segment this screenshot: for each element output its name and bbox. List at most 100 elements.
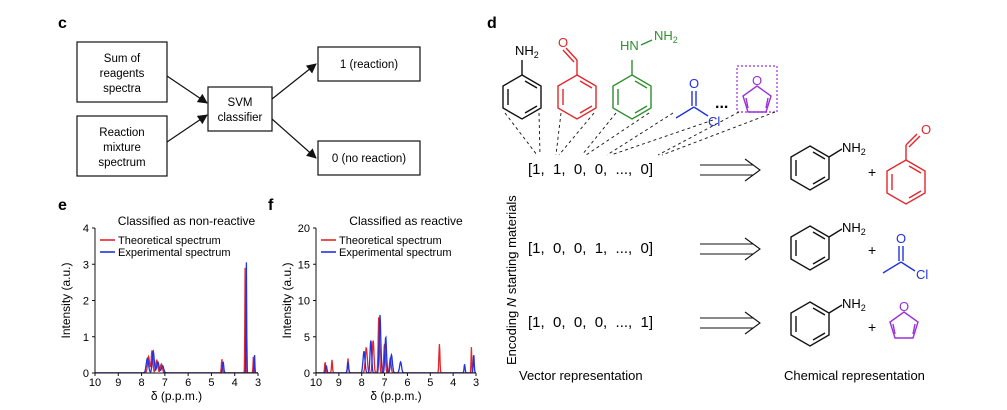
- phenylhydrazine-nh2-label: NH2: [654, 28, 678, 45]
- product-2-acetyl-chloride: [882, 246, 916, 274]
- phenylhydrazine-hn-label: HN: [620, 38, 639, 53]
- aniline-molecule: [502, 60, 542, 120]
- acetyl-o-label: O: [689, 76, 699, 91]
- reagents-box-line3: spectra: [103, 83, 141, 95]
- panel-label-f: f: [268, 197, 274, 214]
- chart-2-y-tick-label: 0: [304, 368, 310, 380]
- panel-label-d: d: [487, 15, 497, 32]
- chart-1-x-tick-label: 3: [255, 377, 261, 389]
- product-1-o-label: O: [921, 122, 931, 137]
- plus-row-3: +: [868, 319, 876, 335]
- plus-row-1: +: [868, 164, 876, 180]
- chart-1-title: Classified as non-reactive: [118, 214, 256, 228]
- chart-2-x-tick-label: 10: [310, 377, 322, 389]
- panel-label-c: c: [58, 15, 67, 32]
- chart-1-x-tick-label: 8: [139, 377, 145, 389]
- chart-2-x-tick-label: 8: [359, 377, 365, 389]
- chart-1-x-label: δ (p.p.m.): [151, 389, 202, 403]
- chart-2-y-tick-label: 20: [298, 223, 310, 235]
- chart-1-x-tick-label: 4: [232, 377, 238, 389]
- chart-1-series-1: [95, 267, 258, 374]
- product-3-o-label: O: [899, 299, 909, 314]
- encoding-side-label: Encoding N starting materials: [504, 195, 519, 365]
- product-2-nh2-label: NH2: [842, 220, 866, 237]
- chart-1-x-tick-label: 6: [185, 377, 191, 389]
- phenylhydrazine-molecule: [612, 39, 653, 120]
- chart-1-y-tick-label: 2: [83, 296, 89, 308]
- chart-2-y-label: Intensity (a.u.): [280, 262, 294, 338]
- aniline-nh2-label: NH2: [515, 43, 539, 60]
- arrow-reagents-to-svm: [166, 75, 208, 104]
- top-row-ellipsis: ...: [715, 95, 728, 112]
- product-3-furan: [889, 311, 919, 339]
- output-no-reaction-box: 0 (no reaction): [317, 140, 421, 176]
- chart-2-series-2: [316, 314, 477, 374]
- chart-2-legend-label-1: Theoretical spectrum: [339, 235, 442, 247]
- chart-2-x-tick-label: 9: [336, 377, 342, 389]
- spectrum-chart-nonreactive: 10 9 8 7 6 5 4 3 0 1 2 3 4 Classified as non-reactive…: [59, 214, 261, 403]
- reagents-box-line1: Sum of: [104, 53, 141, 65]
- chart-2-y-tick-label: 5: [304, 332, 310, 344]
- acetyl-cl-label: Cl: [708, 114, 720, 129]
- chart-1-x-tick-label: 5: [208, 377, 214, 389]
- output-reaction-label: 1 (reaction): [340, 59, 398, 71]
- svm-box-line1: SVM: [228, 97, 253, 109]
- product-2-o-label: O: [896, 231, 906, 246]
- chart-2-series-1: [316, 317, 476, 374]
- chart-1-x-tick-label: 10: [89, 377, 101, 389]
- product-1-aniline: [790, 145, 843, 191]
- spectrum-chart-reactive: 10 9 8 7 6 5 4 3 0 5 10 15 20 Classified as reactive δ…: [280, 214, 479, 403]
- plus-row-2: +: [868, 242, 876, 258]
- chart-1-legend-label-1: Theoretical spectrum: [118, 235, 221, 247]
- vector-representation-label: Vector representation: [519, 368, 643, 383]
- chart-1-y-label: Intensity (a.u.): [59, 262, 73, 338]
- chart-2-x-tick-label: 6: [404, 377, 410, 389]
- chart-1-legend-label-2: Experimental spectrum: [118, 247, 231, 259]
- svm-box-line2: classifier: [218, 112, 263, 124]
- chart-1-x-tick-label: 9: [115, 377, 121, 389]
- reagents-spectra-box: Sum of reagents spectra: [76, 41, 168, 103]
- product-2-aniline: [790, 225, 843, 271]
- chart-2-x-tick-label: 3: [473, 377, 479, 389]
- product-3-nh2-label: NH2: [842, 296, 866, 313]
- chart-2-y-tick-label: 10: [298, 296, 310, 308]
- chart-2-y-tick-label: 15: [298, 259, 310, 271]
- output-reaction-box: 1 (reaction): [317, 46, 421, 82]
- benzaldehyde-molecule: [557, 47, 597, 120]
- product-1-nh2-label: NH2: [842, 140, 866, 157]
- arrow-mixture-to-svm: [166, 114, 208, 143]
- chart-1-y-tick-label: 1: [83, 332, 89, 344]
- mixture-box-line2: mixture: [103, 142, 141, 154]
- furan-o-label: O: [752, 73, 762, 88]
- furan-molecule: [742, 85, 772, 113]
- product-2-cl-label: Cl: [916, 267, 928, 282]
- vector-row-3: [1, 0, 0, 0, ..., 1]: [528, 314, 653, 331]
- reaction-mixture-box: Reaction mixture spectrum: [76, 115, 168, 177]
- chart-1-x-tick-label: 7: [162, 377, 168, 389]
- reagents-box-line2: reagents: [100, 68, 145, 80]
- chart-2-legend-label-2: Experimental spectrum: [339, 247, 452, 259]
- chart-2-x-tick-label: 4: [450, 377, 456, 389]
- chart-2-x-label: δ (p.p.m.): [370, 389, 421, 403]
- mixture-box-line1: Reaction: [99, 127, 144, 139]
- product-3-aniline: [790, 301, 843, 347]
- chart-1-series-2: [95, 262, 258, 374]
- vector-row-1: [1, 1, 0, 0, ..., 0]: [528, 161, 653, 178]
- vector-row-2: [1, 0, 0, 1, ..., 0]: [528, 240, 653, 257]
- panel-label-e: e: [58, 197, 67, 214]
- acetyl-chloride-molecule: [675, 91, 709, 119]
- chart-1-y-tick-label: 0: [83, 368, 89, 380]
- chart-1-y-tick-label: 4: [83, 223, 89, 235]
- product-1-benzaldehyde: [886, 133, 926, 205]
- svm-classifier-box: SVM classifier: [207, 86, 273, 132]
- chart-2-x-tick-label: 5: [427, 377, 433, 389]
- chart-1-y-tick-label: 3: [83, 259, 89, 271]
- mixture-box-line3: spectrum: [98, 157, 145, 169]
- mapping-lines: [504, 111, 776, 156]
- chemical-representation-label: Chemical representation: [784, 368, 925, 383]
- chart-2-x-tick-label: 7: [382, 377, 388, 389]
- benzaldehyde-o-label: O: [558, 35, 568, 50]
- output-no-reaction-label: 0 (no reaction): [332, 153, 406, 165]
- chart-2-title: Classified as reactive: [349, 214, 463, 228]
- arrow-svm-to-no-reaction: [271, 118, 317, 159]
